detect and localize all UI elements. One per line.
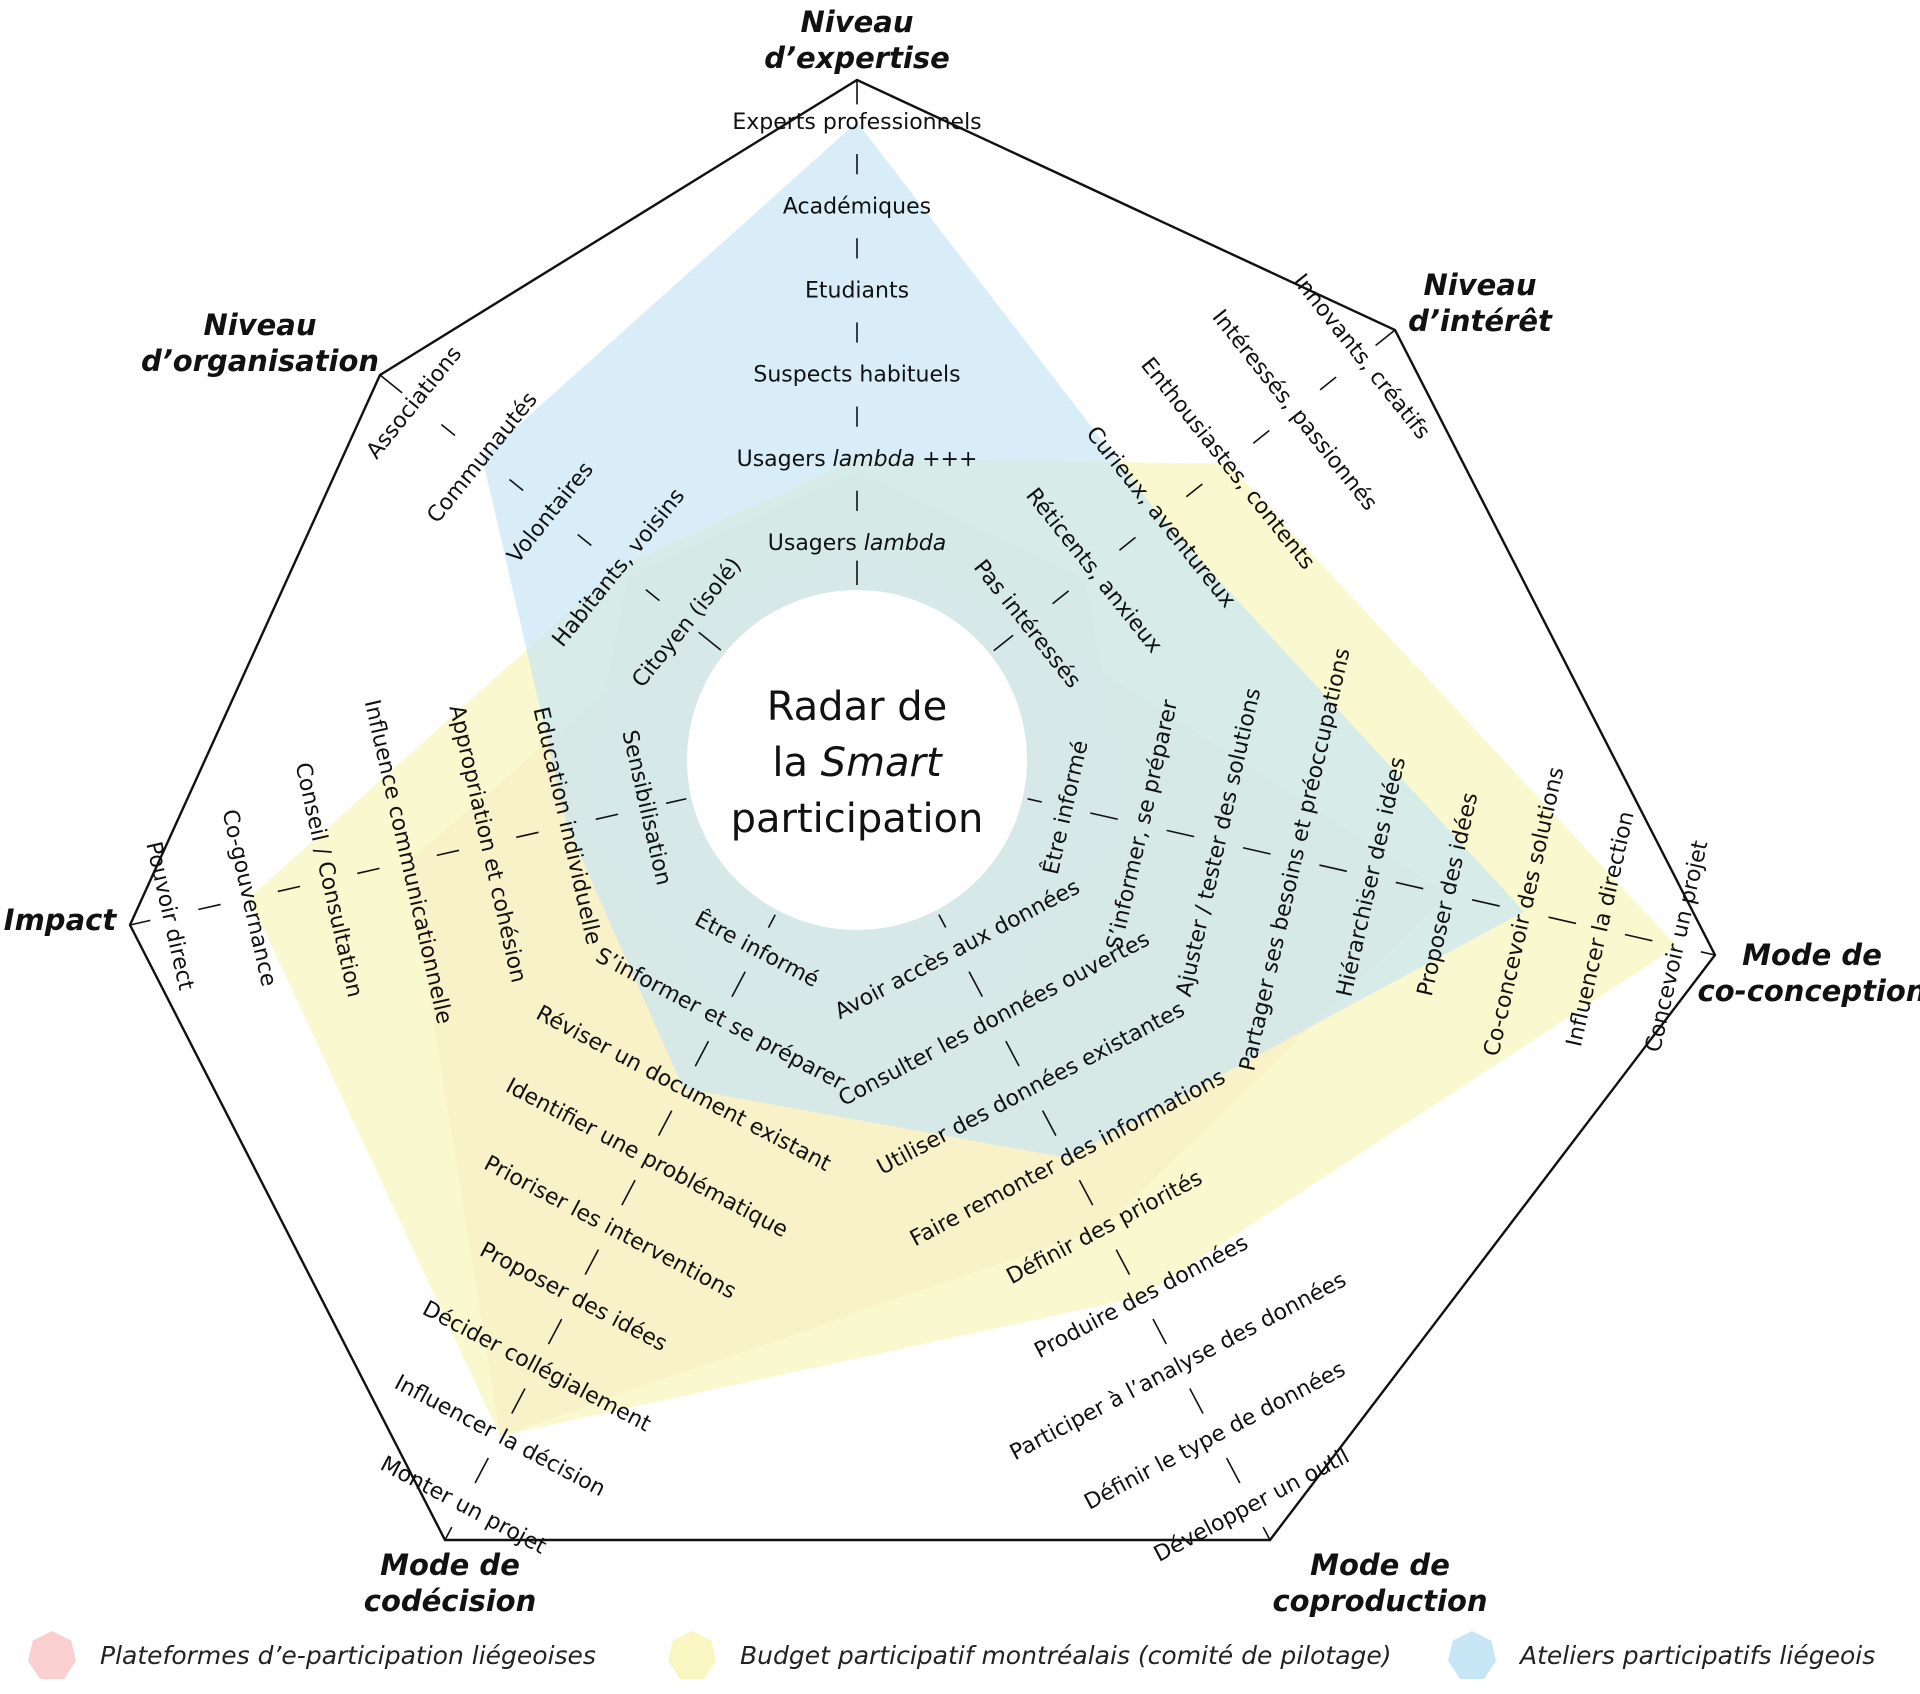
- level-label-codecision-9: Monter un projet: [376, 1451, 550, 1559]
- axis-tick: [694, 1040, 710, 1067]
- center-title-line1: Radar de: [767, 684, 948, 730]
- outer-heptagon: [128, 78, 1717, 1542]
- axis-tick: [1078, 1179, 1094, 1206]
- axis-tick: [436, 849, 460, 857]
- axis-title-coconception: Mode de: [1742, 938, 1882, 972]
- level-label-expertise-2: Usagers lambda +++: [737, 446, 978, 471]
- axis-outer-stub: [1262, 1526, 1271, 1541]
- legend-label: Budget participatif montréalais (comité …: [740, 1640, 1392, 1670]
- axis-tick: [1395, 881, 1424, 890]
- legend-swatch-pink: [28, 1631, 76, 1679]
- radar-frame: [128, 78, 1717, 1542]
- legend: Plateformes d’e-participation liégeoises…: [0, 1625, 1920, 1685]
- axis-tick: [1624, 933, 1653, 942]
- axis-tick: [1005, 1040, 1020, 1067]
- axis-tick: [1166, 829, 1195, 838]
- axis-title-expertise: Niveau: [801, 5, 914, 39]
- legend-swatch-blue: [1448, 1631, 1496, 1679]
- series-areas: [249, 122, 1677, 1436]
- axis-tick: [509, 478, 524, 492]
- axis-tick: [1242, 846, 1271, 855]
- level-label-expertise-3: Suspects habituels: [753, 362, 960, 387]
- axis-title-impact: Impact: [4, 903, 118, 937]
- axis-tick: [357, 867, 380, 875]
- axis-outer-stub: [444, 1526, 453, 1541]
- axis-tick: [584, 1249, 600, 1275]
- axis-tick: [440, 423, 456, 437]
- axis-tick: [1319, 376, 1337, 391]
- axis-tick: [1052, 590, 1070, 605]
- axis-stub: [767, 914, 776, 928]
- axis-tick: [657, 1110, 673, 1137]
- axis-stub: [938, 914, 947, 928]
- axis-tick: [1548, 916, 1577, 925]
- center-title-line2: la Smart: [772, 740, 943, 786]
- axis-tick: [1152, 1318, 1167, 1345]
- center-title-line3: participation: [731, 796, 984, 842]
- axis-tick: [1041, 1110, 1057, 1136]
- axis-outer-stub: [379, 374, 403, 394]
- level-label-impact-7: Pouvoir direct: [141, 839, 199, 993]
- legend-item-budget: Budget participatif montréalais (comité …: [668, 1631, 1392, 1679]
- axis-tick: [621, 1179, 636, 1206]
- axis-title-coproduction: Mode de: [1310, 1548, 1450, 1582]
- axis-outer-stub: [1375, 329, 1396, 347]
- axis-tick: [1225, 1457, 1241, 1484]
- level-label-expertise-6: Experts professionnels: [732, 110, 981, 135]
- legend-swatch-yellow: [668, 1631, 716, 1679]
- axis-title-organisation: d’organisation: [141, 344, 379, 378]
- axis-tick: [1471, 899, 1500, 907]
- legend-label: Plateformes d’e-participation liégeoises: [100, 1640, 596, 1670]
- axis-tick: [1185, 483, 1203, 498]
- axis-tick: [645, 588, 660, 602]
- level-label-coproduction-8: Définir le type de données: [1080, 1357, 1349, 1516]
- axis-title-expertise: d’expertise: [764, 41, 950, 75]
- axis-stub: [665, 797, 687, 805]
- axis-tick: [198, 903, 221, 911]
- axis-title-interet: d’intérêt: [1408, 304, 1553, 338]
- axis-tick: [731, 971, 746, 998]
- axis-title-organisation: Niveau: [204, 308, 317, 342]
- axis-tick: [277, 885, 301, 893]
- axis-tick: [474, 1457, 490, 1484]
- series-area-2: [482, 122, 1525, 1158]
- axis-tick: [968, 971, 984, 998]
- axis-outer-stub: [129, 919, 151, 926]
- axis-stub: [1027, 798, 1042, 803]
- axis-tick: [1118, 536, 1136, 551]
- axis-title-coproduction: coproduction: [1272, 1584, 1487, 1618]
- center-circle: [687, 590, 1027, 930]
- axis-tick: [1189, 1388, 1204, 1414]
- axis-tick: [1252, 429, 1270, 444]
- axis-stub: [698, 631, 722, 651]
- legend-item-ateliers: Ateliers participatifs liégeois: [1448, 1631, 1876, 1679]
- axis-tick: [1115, 1249, 1131, 1275]
- axis-tick: [1319, 864, 1348, 873]
- axis-outer-stub: [1700, 951, 1716, 956]
- axis-tick: [1090, 812, 1118, 821]
- axis-title-codecision: Mode de: [380, 1548, 520, 1582]
- axis-tick: [511, 1388, 526, 1414]
- center-hub: Radar de la Smart participation: [687, 590, 1027, 930]
- axis-title-codecision: codécision: [364, 1584, 536, 1618]
- axis-tick: [577, 533, 592, 547]
- axis-tick: [595, 813, 619, 821]
- axis-tick: [547, 1318, 563, 1345]
- level-label-expertise-4: Etudiants: [805, 278, 909, 303]
- level-label-expertise-5: Académiques: [783, 194, 931, 219]
- legend-label: Ateliers participatifs liégeois: [1520, 1640, 1876, 1670]
- legend-item-eparticipation: Plateformes d’e-participation liégeoises: [28, 1631, 596, 1679]
- axis-title-coconception: co-conception: [1698, 974, 1920, 1008]
- axis-title-interet: Niveau: [1424, 268, 1537, 302]
- axis-stub: [993, 634, 1014, 652]
- level-label-expertise-1: Usagers lambda: [768, 530, 946, 555]
- axis-tick: [516, 831, 539, 839]
